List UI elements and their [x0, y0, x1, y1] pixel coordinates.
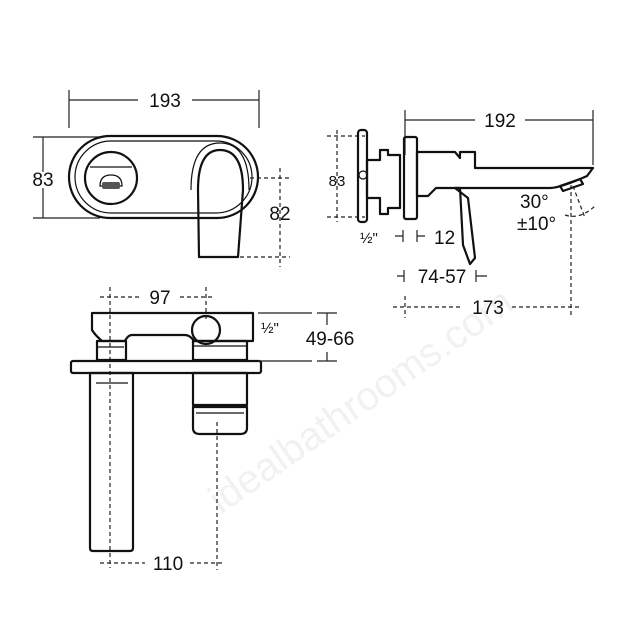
front-view: 193 83 82	[32, 90, 291, 267]
dim-top-thread: ½"	[261, 320, 279, 337]
wall-plate-top	[69, 359, 263, 375]
wall-plate	[67, 134, 260, 220]
dim-centres: 97	[149, 288, 170, 309]
dim-front-width: 193	[149, 91, 181, 112]
inlet-circle	[190, 314, 222, 346]
dim-adjust-range: 74-57	[418, 267, 467, 288]
dim-side-length: 192	[484, 111, 516, 132]
mixer-body-top	[90, 311, 255, 343]
flange	[402, 135, 419, 221]
lever-side	[453, 186, 477, 266]
dim-projection: 173	[472, 298, 504, 319]
dim-plate-thickness: 12	[434, 228, 455, 249]
dim-angle: 30°	[520, 192, 549, 213]
top-view: 97 ½" 49-66 110	[69, 287, 355, 575]
dim-wall-depth: 49-66	[306, 329, 355, 350]
side-view: 192 83 30° ±10° ½" 12 74-57 173	[327, 110, 596, 319]
dim-spout-offset: 110	[153, 554, 183, 575]
cartridge	[191, 371, 249, 407]
dim-front-height: 83	[32, 170, 53, 191]
dim-lever-height: 82	[269, 204, 290, 225]
dim-angle-tolerance: ±10°	[517, 214, 556, 235]
dim-side-thread: ½"	[360, 230, 378, 247]
dim-side-height: 83	[329, 173, 346, 190]
mixer-body	[365, 148, 402, 216]
cartridge-cap	[191, 405, 249, 436]
aerator	[558, 177, 585, 193]
lever-handle	[196, 148, 245, 259]
diverter-knob	[83, 150, 139, 206]
spout-top	[88, 371, 135, 553]
